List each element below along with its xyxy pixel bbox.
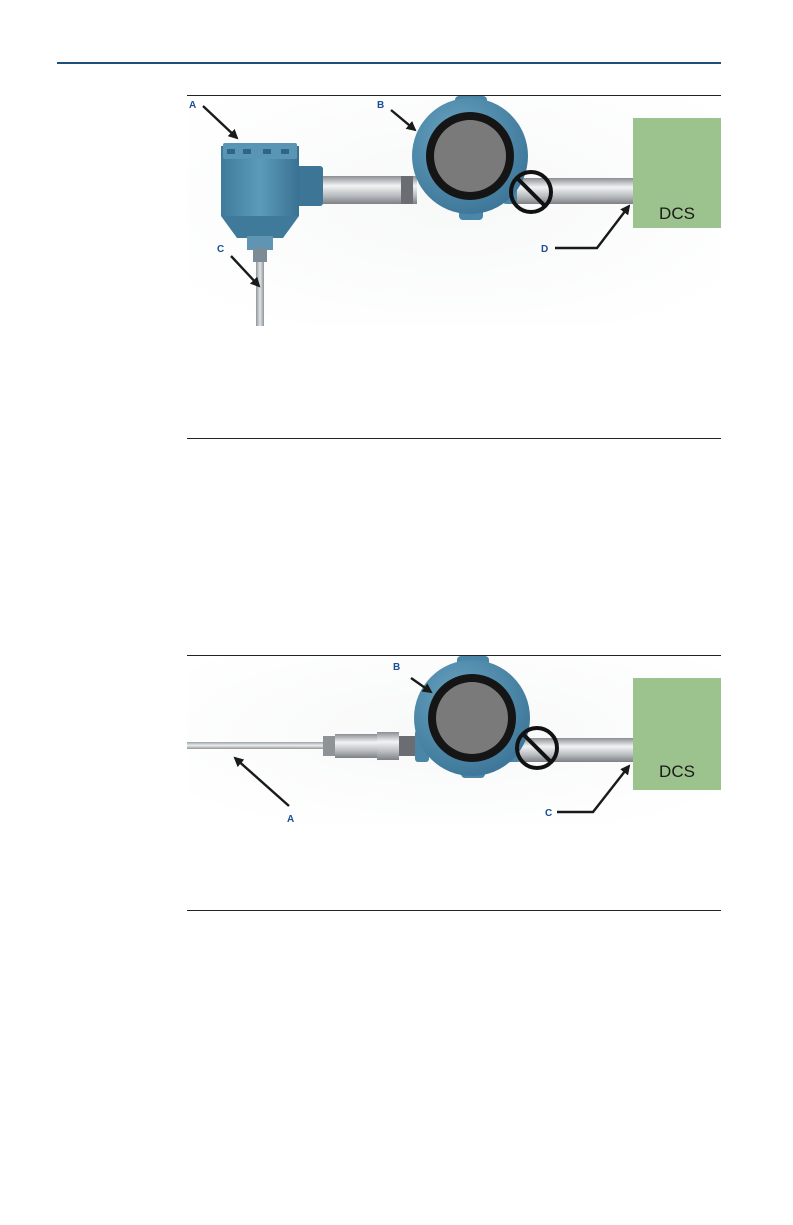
callout-c: C	[545, 808, 552, 819]
figure1-bottom-rule	[187, 438, 721, 439]
figure1-diagram: DCS A B C D	[187, 96, 721, 336]
conduit-pipe-transmitter-to-dcs	[509, 738, 633, 762]
callout-a: A	[189, 100, 196, 111]
callout-b: B	[377, 100, 384, 111]
header-rule	[57, 62, 721, 64]
conduit-pipe-transmitter-to-dcs	[507, 178, 633, 204]
dcs-label: DCS	[659, 204, 695, 223]
callout-b: B	[393, 662, 400, 673]
hex-nut	[377, 732, 399, 760]
thread-fitting	[323, 736, 337, 756]
callout-d: D	[541, 244, 548, 255]
callout-a: A	[287, 814, 294, 825]
pipe-fitting	[401, 176, 413, 204]
figure2-bottom-rule	[187, 910, 721, 911]
sensor-probe	[256, 262, 264, 326]
callout-c: C	[217, 244, 224, 255]
sensor-rod	[187, 742, 327, 749]
figure2: DCS B A C	[187, 656, 721, 826]
dcs-label: DCS	[659, 762, 695, 781]
figure2-diagram: DCS B A C	[187, 656, 721, 826]
sensor-body	[335, 734, 379, 758]
figure1: DCS A B C D	[187, 96, 721, 336]
